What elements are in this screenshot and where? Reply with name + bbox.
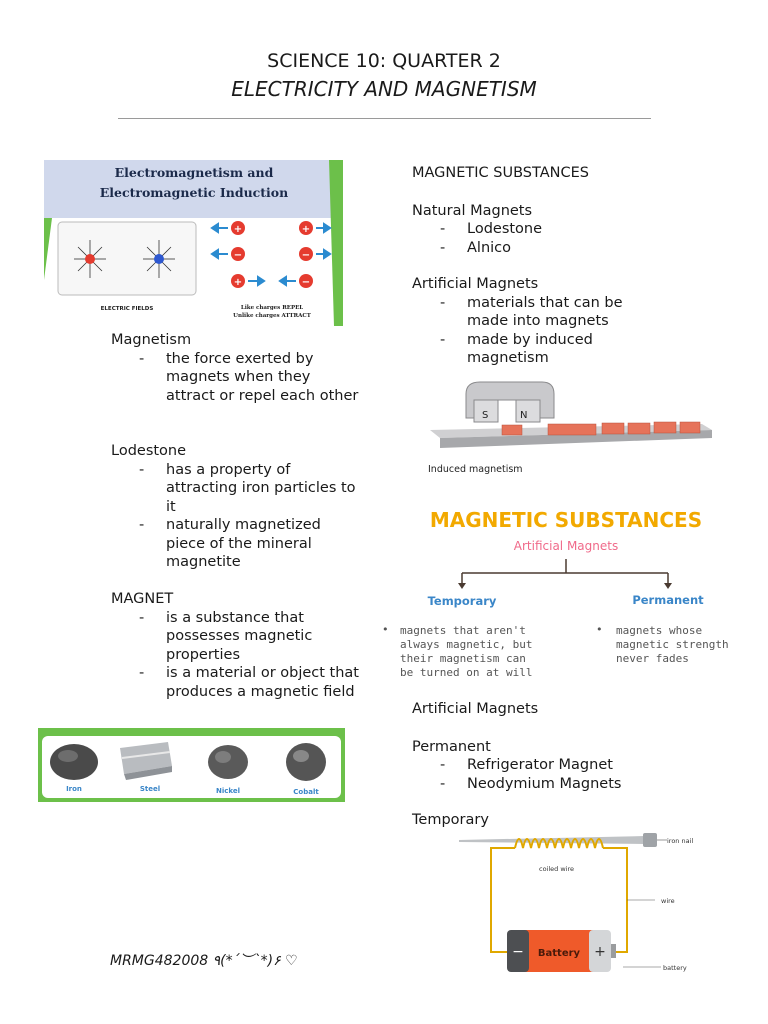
svg-text:+: + bbox=[302, 224, 310, 235]
battery-icon bbox=[507, 930, 616, 972]
list-item: the force exerted by magnets when they a… bbox=[111, 350, 361, 406]
battery-plus-sign: + bbox=[594, 944, 606, 960]
metal-label: Nickel bbox=[216, 787, 240, 795]
list-item: is a material or object that produces a … bbox=[111, 664, 361, 701]
svg-text:always magnetic, but: always magnetic, but bbox=[400, 638, 532, 651]
svg-text:−: − bbox=[234, 250, 242, 261]
section-heading: MAGNETIC SUBSTANCES bbox=[412, 165, 589, 181]
list-item: has a property of attracting iron partic… bbox=[111, 461, 361, 517]
electromagnetism-image: Electromagnetism and Electromagnetic Ind… bbox=[44, 160, 343, 326]
battery-minus-sign: − bbox=[512, 944, 524, 960]
coiled-wire-label: coiled wire bbox=[539, 865, 574, 873]
iron-nail-label: iron nail bbox=[667, 837, 693, 845]
em-caption-left: ELECTRIC FIELDS bbox=[101, 306, 154, 312]
list-item: Neodymium Magnets bbox=[412, 775, 702, 794]
battery-label: Battery bbox=[538, 948, 581, 959]
list-item: made by induced magnetism bbox=[412, 331, 662, 368]
magnetism-section: Magnetism the force exerted by magnets w… bbox=[111, 331, 361, 405]
svg-text:−: − bbox=[302, 250, 310, 261]
svg-text:magnets whose: magnets whose bbox=[616, 624, 702, 637]
em-title-line1: Electromagnetism and bbox=[115, 165, 274, 180]
induced-magnetism-image: S N Induced magnetism bbox=[422, 378, 714, 478]
magnetic-substances-section: MAGNETIC SUBSTANCES Natural Magnets Lode… bbox=[412, 164, 702, 368]
induced-caption: Induced magnetism bbox=[428, 464, 523, 475]
negative-charge-icon bbox=[154, 254, 164, 264]
nickel-rock-icon bbox=[208, 745, 248, 779]
wire-label: wire bbox=[661, 897, 675, 905]
page-subtitle: ELECTRICITY AND MAGNETISM bbox=[231, 77, 537, 101]
svg-text:magnetic strength: magnetic strength bbox=[616, 638, 729, 651]
header-divider bbox=[118, 118, 651, 119]
svg-text:−: − bbox=[302, 277, 310, 288]
list-item: materials that can be made into magnets bbox=[412, 294, 662, 331]
list-item: naturally magnetized piece of the minera… bbox=[111, 516, 361, 572]
metal-label: Iron bbox=[66, 785, 82, 793]
svg-text:+: + bbox=[234, 277, 242, 288]
svg-text:their magnetism can: their magnetism can bbox=[400, 652, 526, 665]
svg-text:•: • bbox=[382, 623, 389, 636]
steel-bars-icon bbox=[120, 742, 172, 780]
em-title-line2: Electromagnetic Induction bbox=[100, 185, 288, 200]
magnetic-substances-diagram: MAGNETIC SUBSTANCES Artificial Magnets T… bbox=[370, 505, 760, 685]
page-title: SCIENCE 10: QUARTER 2 bbox=[267, 50, 501, 72]
list-item: Alnico bbox=[412, 239, 702, 258]
diagram-title: MAGNETIC SUBSTANCES bbox=[430, 508, 702, 532]
artificial-magnets-heading-2: Artificial Magnets bbox=[412, 701, 539, 717]
positive-charge-icon bbox=[85, 254, 95, 264]
em-caption-right-1: Like charges REPEL bbox=[241, 305, 303, 311]
list-item: Lodestone bbox=[412, 220, 702, 239]
artificial-magnets-heading: Artificial Magnets bbox=[412, 276, 539, 292]
metal-label: Cobalt bbox=[293, 788, 319, 796]
svg-text:never fades: never fades bbox=[616, 652, 689, 665]
footer-signature: MRMG482008 ٩(*´︶`*)۶ ♡ bbox=[110, 953, 298, 969]
magnet-section: MAGNET is a substance that possesses mag… bbox=[111, 590, 361, 701]
svg-text:be turned on at will: be turned on at will bbox=[400, 666, 532, 679]
artificial-magnets-types: Artificial Magnets Permanent Refrigerato… bbox=[412, 700, 702, 830]
svg-text:magnets that aren't: magnets that aren't bbox=[400, 624, 526, 637]
iron-rock-icon bbox=[50, 744, 98, 780]
natural-magnets-heading: Natural Magnets bbox=[412, 202, 533, 219]
diagram-subtitle: Artificial Magnets bbox=[514, 539, 618, 553]
s-pole-label: S bbox=[482, 410, 488, 421]
temporary-heading: Temporary bbox=[412, 812, 489, 828]
cobalt-rock-icon bbox=[286, 743, 326, 781]
metal-label: Steel bbox=[140, 785, 160, 793]
metals-image: Iron Steel Nickel Cobalt bbox=[38, 728, 345, 802]
list-item: is a substance that possesses magnetic p… bbox=[111, 609, 361, 665]
svg-text:+: + bbox=[234, 224, 242, 235]
lodestone-section: Lodestone has a property of attracting i… bbox=[111, 442, 361, 572]
permanent-branch-label: Permanent bbox=[632, 593, 704, 607]
list-item: Refrigerator Magnet bbox=[412, 756, 702, 775]
permanent-heading: Permanent bbox=[412, 738, 491, 755]
magnet-heading: MAGNET bbox=[111, 591, 174, 607]
horseshoe-magnet-icon bbox=[465, 381, 555, 423]
svg-text:•: • bbox=[596, 623, 603, 636]
electromagnet-image: iron nail coiled wire wire − Battery + b… bbox=[455, 830, 720, 976]
magnetism-heading: Magnetism bbox=[111, 332, 192, 348]
em-caption-right-2: Unlike charges ATTRACT bbox=[233, 313, 312, 319]
battery-caption: battery bbox=[663, 964, 687, 972]
temporary-branch-label: Temporary bbox=[428, 594, 497, 608]
lodestone-heading: Lodestone bbox=[111, 443, 187, 459]
n-pole-label: N bbox=[520, 410, 527, 421]
